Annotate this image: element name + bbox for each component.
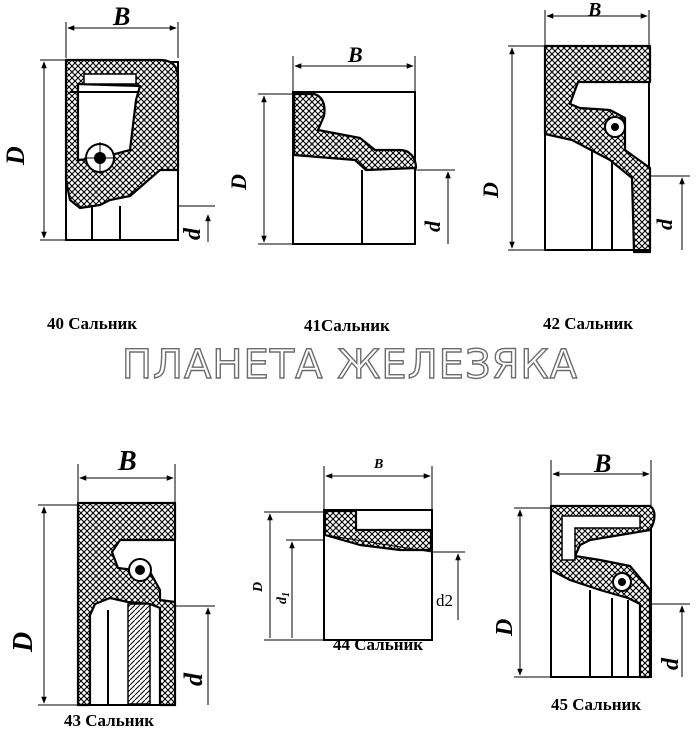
fig44-label-D: D [251, 582, 266, 593]
fig45-insert [561, 515, 641, 561]
caption-fig-45: 45 Сальник [551, 695, 641, 715]
caption-fig-42: 42 Сальник [543, 314, 633, 334]
fig43-label-D: D [8, 632, 39, 653]
fig44-label-d1: d1 [275, 592, 292, 604]
caption-number: 40 [47, 314, 64, 333]
fig43-label-B: B [117, 446, 137, 477]
caption-fig-40: 40 Сальник [47, 314, 137, 334]
fig41-label-B: B [347, 42, 363, 67]
fig40-insert [83, 73, 137, 85]
fig41-label-D: D [226, 174, 251, 191]
fig42-label-D: D [478, 182, 503, 199]
caption-text: Сальник [321, 316, 390, 335]
fig44-rubber-section [323, 509, 433, 552]
figure-45-seal [514, 460, 690, 679]
caption-text: Сальник [85, 711, 155, 730]
fig44-label-d2: d2 [436, 591, 453, 610]
fig45-label-D: D [492, 619, 518, 637]
caption-fig-43: 43 Сальник [64, 711, 154, 731]
fig45-rubber-section [549, 504, 656, 679]
caption-fig-44: 44 Сальник [333, 635, 423, 655]
fig40-label-B: B [112, 2, 130, 31]
figure-41-seal [258, 56, 455, 245]
fig40-label-d: d [180, 227, 206, 240]
fig41-label-d: d [420, 220, 445, 232]
fig43-insert [127, 603, 151, 705]
fig45-label-d: d [658, 657, 684, 670]
caption-number: 42 [543, 314, 560, 333]
figure-44-seal [264, 466, 465, 641]
watermark-text: ПЛАНЕТА ЖЕЛЕЗЯКА [121, 341, 579, 388]
fig41-rubber-section [292, 92, 418, 172]
caption-text: Сальник [564, 314, 634, 333]
figure-43-seal [38, 464, 215, 707]
fig45-label-B: B [593, 449, 611, 478]
caption-text: Сальник [572, 695, 642, 714]
fig40-label-D: D [1, 146, 30, 166]
figure-40-seal [40, 22, 215, 242]
caption-number: 43 [64, 711, 81, 730]
caption-number: 41 [304, 316, 321, 335]
fig43-label-d: d [179, 672, 208, 686]
caption-text: Сальник [354, 635, 424, 654]
caption-text: Сальник [68, 314, 138, 333]
caption-number: 44 [333, 635, 350, 654]
fig42-rubber-section [543, 44, 652, 254]
caption-fig-41: 41Сальник [304, 316, 390, 336]
fig42-label-B: B [587, 0, 601, 21]
fig42-label-d: d [652, 218, 677, 230]
caption-number: 45 [551, 695, 568, 714]
fig44-label-B: B [373, 457, 383, 472]
figure-42-seal [508, 10, 690, 254]
